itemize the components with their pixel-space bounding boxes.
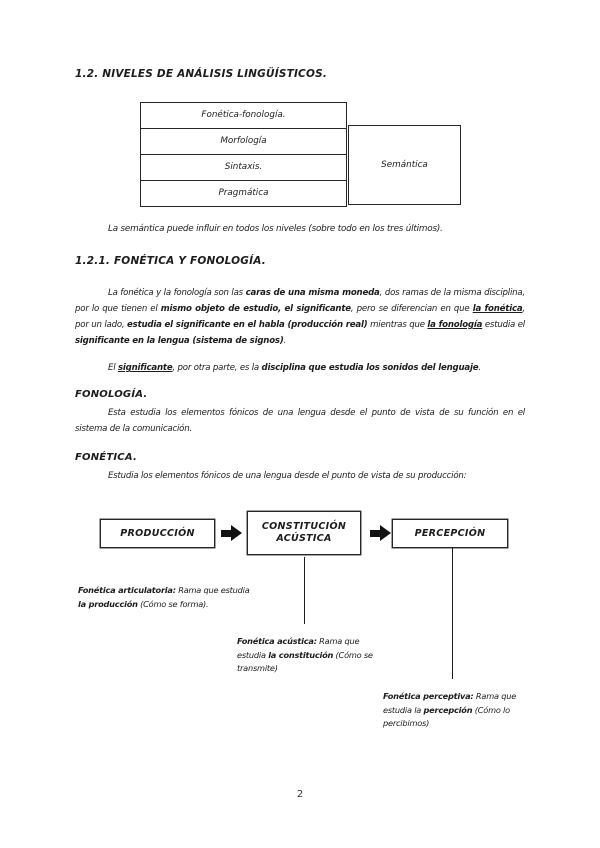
note-fonetica-perceptiva: Fonética perceptiva: Rama que estudia la… [383, 691, 517, 729]
semantica-cell: Semántica [348, 125, 461, 205]
page-number: 2 [296, 789, 304, 800]
paragraph-fonologia: Esta estudia los elementos fónicos de un… [75, 408, 525, 434]
diagram-box-percepcion: PERCEPCIÓN [392, 519, 508, 548]
section-heading-niveles: 1.2. NIVELES DE ANÁLISIS LINGÜÍSTICOS. [75, 68, 328, 80]
subheading-fonetica: FONÉTICA. [75, 452, 137, 463]
note-fonetica-acustica: Fonética acústica: Rama que estudia la c… [237, 636, 373, 674]
table-row: Morfología [140, 128, 347, 155]
table-row: Sintaxis. [140, 154, 347, 181]
paragraph-fonetica-vs-fonologia: La fonética y la fonología son las caras… [75, 288, 525, 346]
note-fonetica-articulatoria: Fonética articulatoria: Rama que estudia… [78, 585, 250, 609]
section-heading-fonetica-fonologia: 1.2.1. FONÉTICA Y FONOLOGÍA. [75, 255, 266, 267]
connector-line-perceptiva [452, 548, 454, 679]
paragraph-significante: El significante, por otra parte, es la d… [108, 363, 481, 373]
fonetica-flow-diagram: PRODUCCIÓN CONSTITUCIÓN ACÚSTICA PERCEPC… [75, 496, 525, 746]
arrow-head [380, 525, 391, 541]
arrow-shaft [221, 529, 232, 537]
diagram-box-constitucion-acustica: CONSTITUCIÓN ACÚSTICA [247, 511, 361, 555]
subheading-fonologia: FONOLOGÍA. [75, 389, 148, 400]
connector-line-acustica [304, 557, 306, 624]
diagram-box-produccion: PRODUCCIÓN [100, 519, 215, 548]
paragraph-fonetica: Estudia los elementos fónicos de una len… [108, 471, 467, 481]
flow-arrow-icon [370, 525, 392, 541]
table-caption: La semántica puede influir en todos los … [108, 224, 443, 234]
arrow-head [231, 525, 242, 541]
flow-arrow-icon [221, 525, 243, 541]
table-row: Pragmática [140, 180, 347, 207]
arrow-shaft [370, 529, 381, 537]
levels-table: Fonética-fonología. Morfología Sintaxis.… [75, 102, 525, 207]
table-row: Fonética-fonología. [140, 102, 347, 129]
content-column: 1.2. NIVELES DE ANÁLISIS LINGÜÍSTICOS. F… [75, 68, 525, 746]
